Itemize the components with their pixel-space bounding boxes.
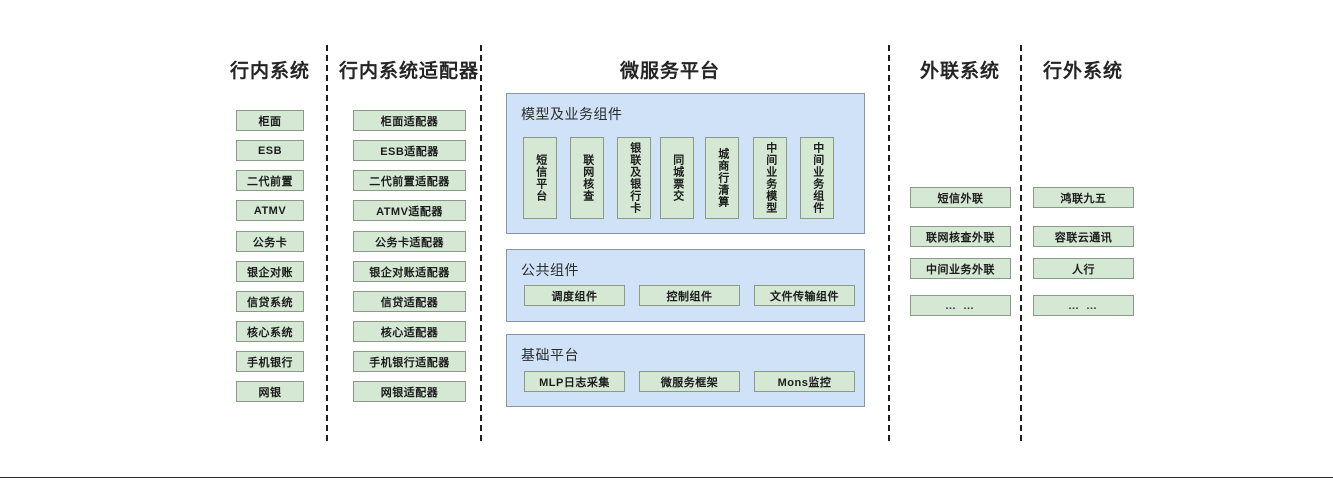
panel-base-platform: 基础平台 [506, 334, 865, 407]
node-in-bank-system[interactable]: 公务卡 [236, 231, 304, 252]
node-in-bank-system[interactable]: ATMV [236, 200, 304, 221]
column-title-in-bank-adapters: 行内系统适配器 [338, 61, 479, 82]
node-in-bank-adapter[interactable]: 信贷适配器 [353, 291, 466, 312]
node-base-platform-component[interactable]: MLP日志采集 [524, 371, 625, 392]
vnode-label: 中间业务模型 [764, 142, 777, 214]
node-off-bank-system[interactable]: 鸿联九五 [1033, 187, 1134, 208]
node-base-platform-component[interactable]: Mons监控 [754, 371, 855, 392]
node-in-bank-adapter[interactable]: 二代前置适配器 [353, 170, 466, 191]
node-public-component[interactable]: 调度组件 [524, 285, 625, 306]
node-external-link-system[interactable]: 中间业务外联 [910, 258, 1011, 279]
column-divider-2 [480, 45, 482, 441]
node-in-bank-adapter[interactable]: 柜面适配器 [353, 110, 466, 131]
node-in-bank-adapter[interactable]: 核心适配器 [353, 321, 466, 342]
panel-title-model-and-business-components: 模型及业务组件 [521, 106, 623, 122]
column-title-external-link-systems: 外联系统 [919, 61, 1000, 82]
vnode-label: 中间业务组件 [811, 142, 824, 214]
vnode-label: 银联及银行卡 [628, 142, 641, 214]
column-title-microservice-platform: 微服务平台 [619, 61, 720, 82]
vnode-model-component[interactable]: 城商行清算 [705, 137, 739, 219]
node-base-platform-component[interactable]: 微服务框架 [639, 371, 740, 392]
node-in-bank-adapter[interactable]: 银企对账适配器 [353, 261, 466, 282]
vnode-label: 城商行清算 [716, 148, 729, 208]
node-in-bank-system[interactable]: ESB [236, 140, 304, 161]
bottom-rule [0, 477, 1333, 478]
node-public-component[interactable]: 文件传输组件 [754, 285, 855, 306]
vnode-label: 同城票交 [671, 154, 684, 202]
node-off-bank-system-more[interactable]: … … [1033, 295, 1134, 316]
column-title-off-bank-systems: 行外系统 [1042, 61, 1123, 82]
vnode-model-component[interactable]: 中间业务模型 [753, 137, 787, 219]
node-external-link-system[interactable]: 联网核查外联 [910, 226, 1011, 247]
column-divider-3 [888, 45, 890, 441]
node-in-bank-system[interactable]: 柜面 [236, 110, 304, 131]
vnode-label: 联网核查 [581, 154, 594, 202]
node-in-bank-system[interactable]: 信贷系统 [236, 291, 304, 312]
node-in-bank-adapter[interactable]: ATMV适配器 [353, 200, 466, 221]
node-off-bank-system[interactable]: 容联云通讯 [1033, 226, 1134, 247]
node-in-bank-system[interactable]: 核心系统 [236, 321, 304, 342]
node-in-bank-system[interactable]: 手机银行 [236, 351, 304, 372]
panel-title-base-platform: 基础平台 [521, 347, 579, 363]
node-off-bank-system[interactable]: 人行 [1033, 258, 1134, 279]
node-external-link-system[interactable]: 短信外联 [910, 187, 1011, 208]
column-divider-4 [1020, 45, 1022, 441]
vnode-label: 短信平台 [534, 154, 547, 202]
node-in-bank-adapter[interactable]: 网银适配器 [353, 381, 466, 402]
node-in-bank-system[interactable]: 银企对账 [236, 261, 304, 282]
vnode-model-component[interactable]: 同城票交 [660, 137, 694, 219]
node-in-bank-adapter[interactable]: 手机银行适配器 [353, 351, 466, 372]
vnode-model-component[interactable]: 中间业务组件 [800, 137, 834, 219]
node-in-bank-adapter[interactable]: ESB适配器 [353, 140, 466, 161]
column-title-in-bank-systems: 行内系统 [229, 61, 310, 82]
node-in-bank-system[interactable]: 二代前置 [236, 170, 304, 191]
vnode-model-component[interactable]: 短信平台 [523, 137, 557, 219]
panel-title-public-components: 公共组件 [521, 262, 579, 278]
vnode-model-component[interactable]: 银联及银行卡 [617, 137, 651, 219]
node-external-link-system-more[interactable]: … … [910, 295, 1011, 316]
vnode-model-component[interactable]: 联网核查 [570, 137, 604, 219]
node-in-bank-system[interactable]: 网银 [236, 381, 304, 402]
node-in-bank-adapter[interactable]: 公务卡适配器 [353, 231, 466, 252]
node-public-component[interactable]: 控制组件 [639, 285, 740, 306]
column-divider-1 [326, 45, 328, 441]
